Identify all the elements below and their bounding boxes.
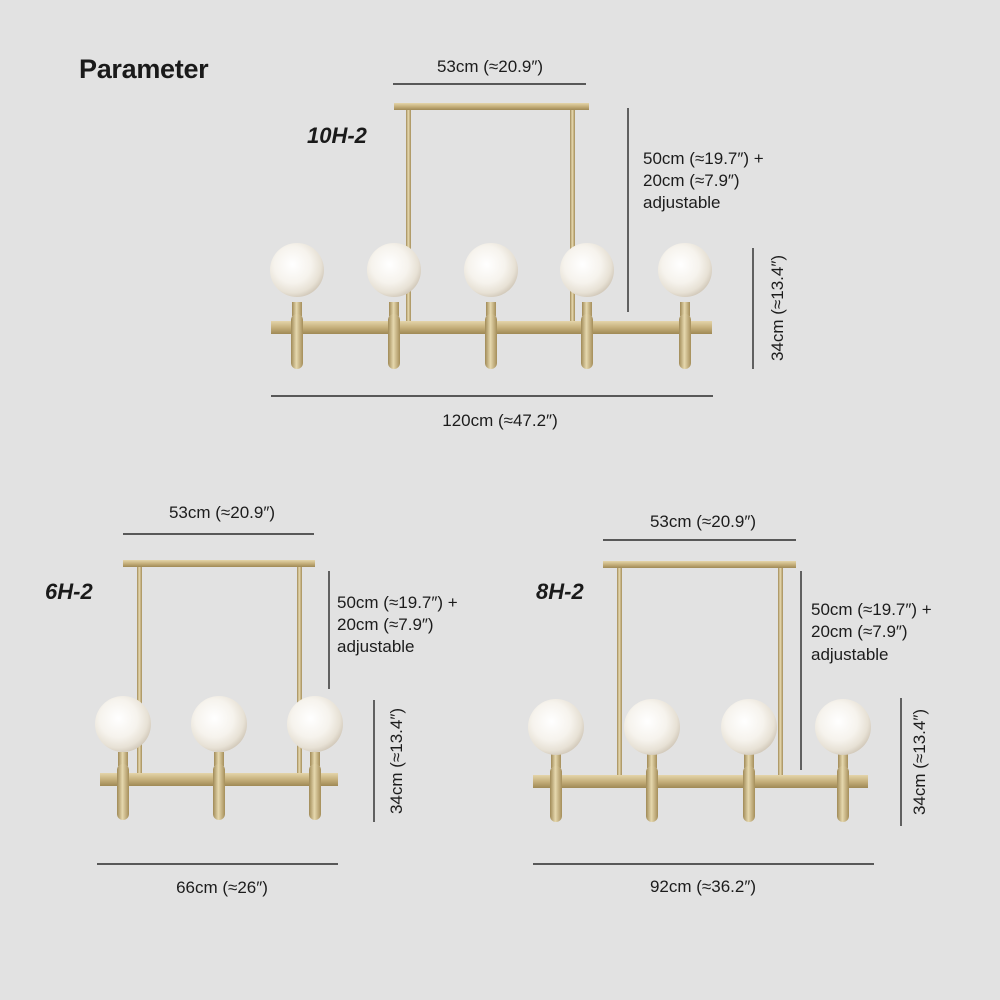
glass-globe bbox=[367, 243, 421, 297]
bulb bbox=[270, 243, 324, 369]
glass-globe bbox=[528, 699, 584, 755]
suspension-rod bbox=[406, 110, 411, 324]
height-label: 34cm (≈13.4″) bbox=[910, 709, 929, 815]
glass-globe bbox=[287, 696, 343, 752]
drop-label-line1: 50cm (≈19.7″) + bbox=[643, 149, 764, 168]
canopy-width-label: 53cm (≈20.9″) bbox=[650, 512, 756, 531]
height-label: 34cm (≈13.4″) bbox=[387, 708, 406, 814]
bulb bbox=[464, 243, 518, 369]
drop-label-line3: adjustable bbox=[337, 637, 415, 656]
length-label: 92cm (≈36.2″) bbox=[650, 877, 756, 896]
glass-globe bbox=[270, 243, 324, 297]
suspension-rod bbox=[137, 567, 142, 775]
length-label: 66cm (≈26″) bbox=[176, 878, 268, 897]
canopy-width-label: 53cm (≈20.9″) bbox=[169, 503, 275, 522]
model-6h-2: 53cm (≈20.9″) 6H-2 50cm (≈19.7″) + 20cm … bbox=[45, 503, 458, 897]
bulb bbox=[191, 696, 247, 820]
page-title: Parameter bbox=[79, 54, 209, 84]
model-label: 10H-2 bbox=[307, 123, 368, 148]
model-10h-2: 53cm (≈20.9″) 10H-2 50cm (≈19.7″) + 20cm… bbox=[270, 57, 787, 430]
model-label: 6H-2 bbox=[45, 579, 93, 604]
bulb bbox=[287, 696, 343, 820]
bulb bbox=[721, 699, 777, 822]
drop-label-line3: adjustable bbox=[811, 645, 889, 664]
height-label: 34cm (≈13.4″) bbox=[768, 255, 787, 361]
drop-label-line2: 20cm (≈7.9″) bbox=[643, 171, 740, 190]
main-bar bbox=[533, 775, 868, 788]
bulb-group bbox=[95, 696, 343, 820]
drop-label-line1: 50cm (≈19.7″) + bbox=[337, 593, 458, 612]
canopy bbox=[123, 560, 315, 567]
canopy bbox=[603, 561, 796, 568]
glass-globe bbox=[721, 699, 777, 755]
suspension-rod bbox=[570, 110, 575, 324]
glass-globe bbox=[95, 696, 151, 752]
drop-label-line2: 20cm (≈7.9″) bbox=[811, 622, 908, 641]
glass-globe bbox=[815, 699, 871, 755]
suspension-rod bbox=[297, 567, 302, 775]
glass-globe bbox=[191, 696, 247, 752]
glass-globe bbox=[624, 699, 680, 755]
bulb bbox=[658, 243, 712, 369]
suspension-rod bbox=[617, 568, 622, 777]
bulb bbox=[95, 696, 151, 820]
length-label: 120cm (≈47.2″) bbox=[442, 411, 558, 430]
glass-globe bbox=[560, 243, 614, 297]
drop-label-line2: 20cm (≈7.9″) bbox=[337, 615, 434, 634]
bulb bbox=[528, 699, 584, 822]
model-label: 8H-2 bbox=[536, 579, 584, 604]
canopy bbox=[394, 103, 589, 110]
bulb bbox=[815, 699, 871, 822]
glass-globe bbox=[464, 243, 518, 297]
bulb-group bbox=[270, 243, 712, 369]
bulb bbox=[624, 699, 680, 822]
glass-globe bbox=[658, 243, 712, 297]
drop-label-line3: adjustable bbox=[643, 193, 721, 212]
model-8h-2: 53cm (≈20.9″) 8H-2 50cm (≈19.7″) + 20cm … bbox=[528, 512, 932, 896]
bulb bbox=[560, 243, 614, 369]
bulb-group bbox=[528, 699, 871, 822]
suspension-rod bbox=[778, 568, 783, 777]
drop-label-line1: 50cm (≈19.7″) + bbox=[811, 600, 932, 619]
canopy-width-label: 53cm (≈20.9″) bbox=[437, 57, 543, 76]
bulb bbox=[367, 243, 421, 369]
